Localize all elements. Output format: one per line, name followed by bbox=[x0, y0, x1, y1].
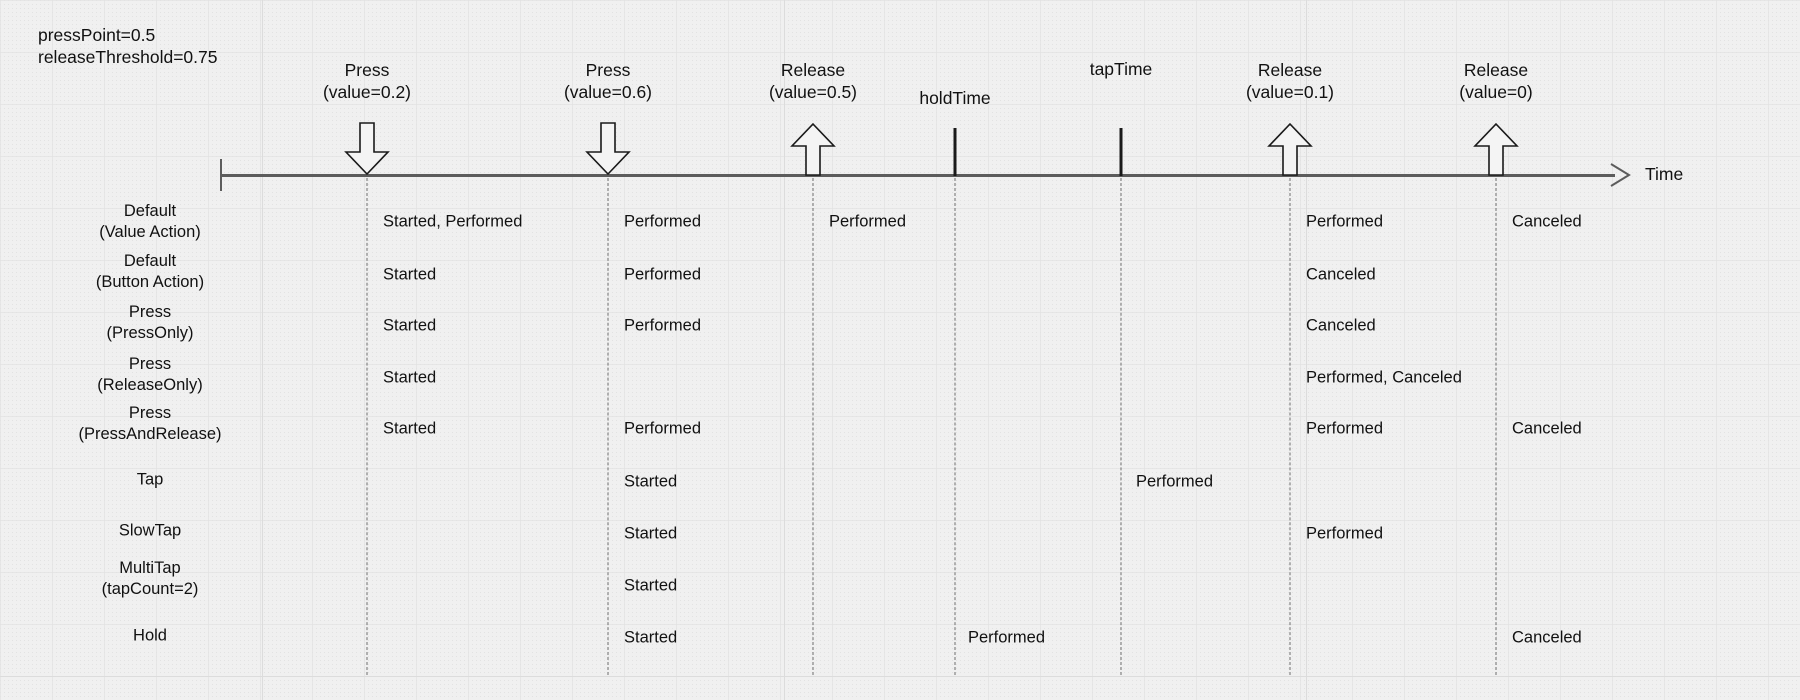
row-label-7: MultiTap (tapCount=2) bbox=[101, 559, 199, 598]
guide-line-release-2 bbox=[1289, 178, 1291, 675]
row-label-0: Default (Value Action) bbox=[99, 202, 201, 241]
guide-line-holdtime bbox=[954, 178, 956, 675]
row-4-cell-3: Canceled bbox=[1512, 419, 1582, 438]
guide-line-release-3 bbox=[1495, 178, 1497, 675]
row-label-5: Tap bbox=[136, 470, 164, 489]
row-label-4: Press (PressAndRelease) bbox=[78, 404, 222, 443]
row-label-2: Press (PressOnly) bbox=[106, 303, 194, 342]
row-4-cell-1: Performed bbox=[624, 419, 702, 438]
row-8-cell-1: Performed bbox=[968, 628, 1046, 647]
row-2-cell-1: Performed bbox=[624, 316, 702, 335]
time-axis-arrowhead-icon bbox=[1610, 163, 1631, 187]
row-label-3: Press (ReleaseOnly) bbox=[97, 355, 203, 394]
marker-caption-press-1: Press (value=0.2) bbox=[322, 60, 412, 102]
row-4-cell-2: Performed bbox=[1306, 419, 1384, 438]
row-0-cell-3: Performed bbox=[1306, 212, 1384, 231]
guide-line-taptime bbox=[1120, 178, 1122, 675]
row-6-cell-0: Started bbox=[624, 524, 678, 543]
time-axis-origin-tick bbox=[220, 159, 222, 191]
row-label-6: SlowTap bbox=[118, 521, 182, 540]
time-axis-label: Time bbox=[1645, 164, 1684, 184]
row-1-cell-0: Started bbox=[383, 265, 437, 284]
row-label-8: Hold bbox=[133, 626, 167, 645]
marker-caption-release-1: Release (value=0.5) bbox=[768, 60, 858, 102]
guide-line-press-1 bbox=[366, 178, 368, 675]
row-5-cell-1: Performed bbox=[1136, 472, 1214, 491]
marker-caption-release-2: Release (value=0.1) bbox=[1245, 60, 1335, 102]
marker-caption-holdtime: holdTime bbox=[919, 88, 991, 108]
time-tick-bar-holdtime bbox=[953, 128, 957, 176]
release-up-arrow-icon-release-1 bbox=[790, 122, 836, 176]
row-0-cell-1: Performed bbox=[624, 212, 702, 231]
page-boundary-bottom bbox=[0, 676, 1800, 677]
row-8-cell-2: Canceled bbox=[1512, 628, 1582, 647]
row-0-cell-4: Canceled bbox=[1512, 212, 1582, 231]
row-3-cell-0: Started bbox=[383, 368, 437, 387]
row-7-cell-0: Started bbox=[624, 576, 678, 595]
row-3-cell-1: Performed, Canceled bbox=[1306, 368, 1462, 387]
row-4-cell-0: Started bbox=[383, 419, 437, 438]
row-2-cell-0: Started bbox=[383, 316, 437, 335]
row-0-cell-2: Performed bbox=[829, 212, 907, 231]
row-1-cell-1: Performed bbox=[624, 265, 702, 284]
marker-caption-release-3: Release (value=0) bbox=[1459, 60, 1533, 102]
time-tick-bar-taptime bbox=[1119, 128, 1123, 176]
row-label-1: Default (Button Action) bbox=[95, 252, 205, 291]
row-2-cell-2: Canceled bbox=[1306, 316, 1376, 335]
page-boundary-right bbox=[1306, 0, 1307, 700]
guide-line-press-2 bbox=[607, 178, 609, 675]
row-0-cell-0: Started, Performed bbox=[383, 212, 523, 231]
marker-caption-taptime: tapTime bbox=[1089, 59, 1153, 79]
page-boundary-mid bbox=[784, 0, 785, 700]
page-boundary-left bbox=[262, 0, 263, 700]
row-8-cell-0: Started bbox=[624, 628, 678, 647]
parameters-note: pressPoint=0.5 releaseThreshold=0.75 bbox=[38, 25, 218, 68]
row-5-cell-0: Started bbox=[624, 472, 678, 491]
release-up-arrow-icon-release-2 bbox=[1267, 122, 1313, 176]
row-6-cell-1: Performed bbox=[1306, 524, 1384, 543]
press-down-arrow-icon-press-1 bbox=[344, 122, 390, 176]
marker-caption-press-2: Press (value=0.6) bbox=[563, 60, 653, 102]
guide-line-release-1 bbox=[812, 178, 814, 675]
press-down-arrow-icon-press-2 bbox=[585, 122, 631, 176]
release-up-arrow-icon-release-3 bbox=[1473, 122, 1519, 176]
time-axis-line bbox=[220, 174, 1615, 177]
row-1-cell-2: Canceled bbox=[1306, 265, 1376, 284]
